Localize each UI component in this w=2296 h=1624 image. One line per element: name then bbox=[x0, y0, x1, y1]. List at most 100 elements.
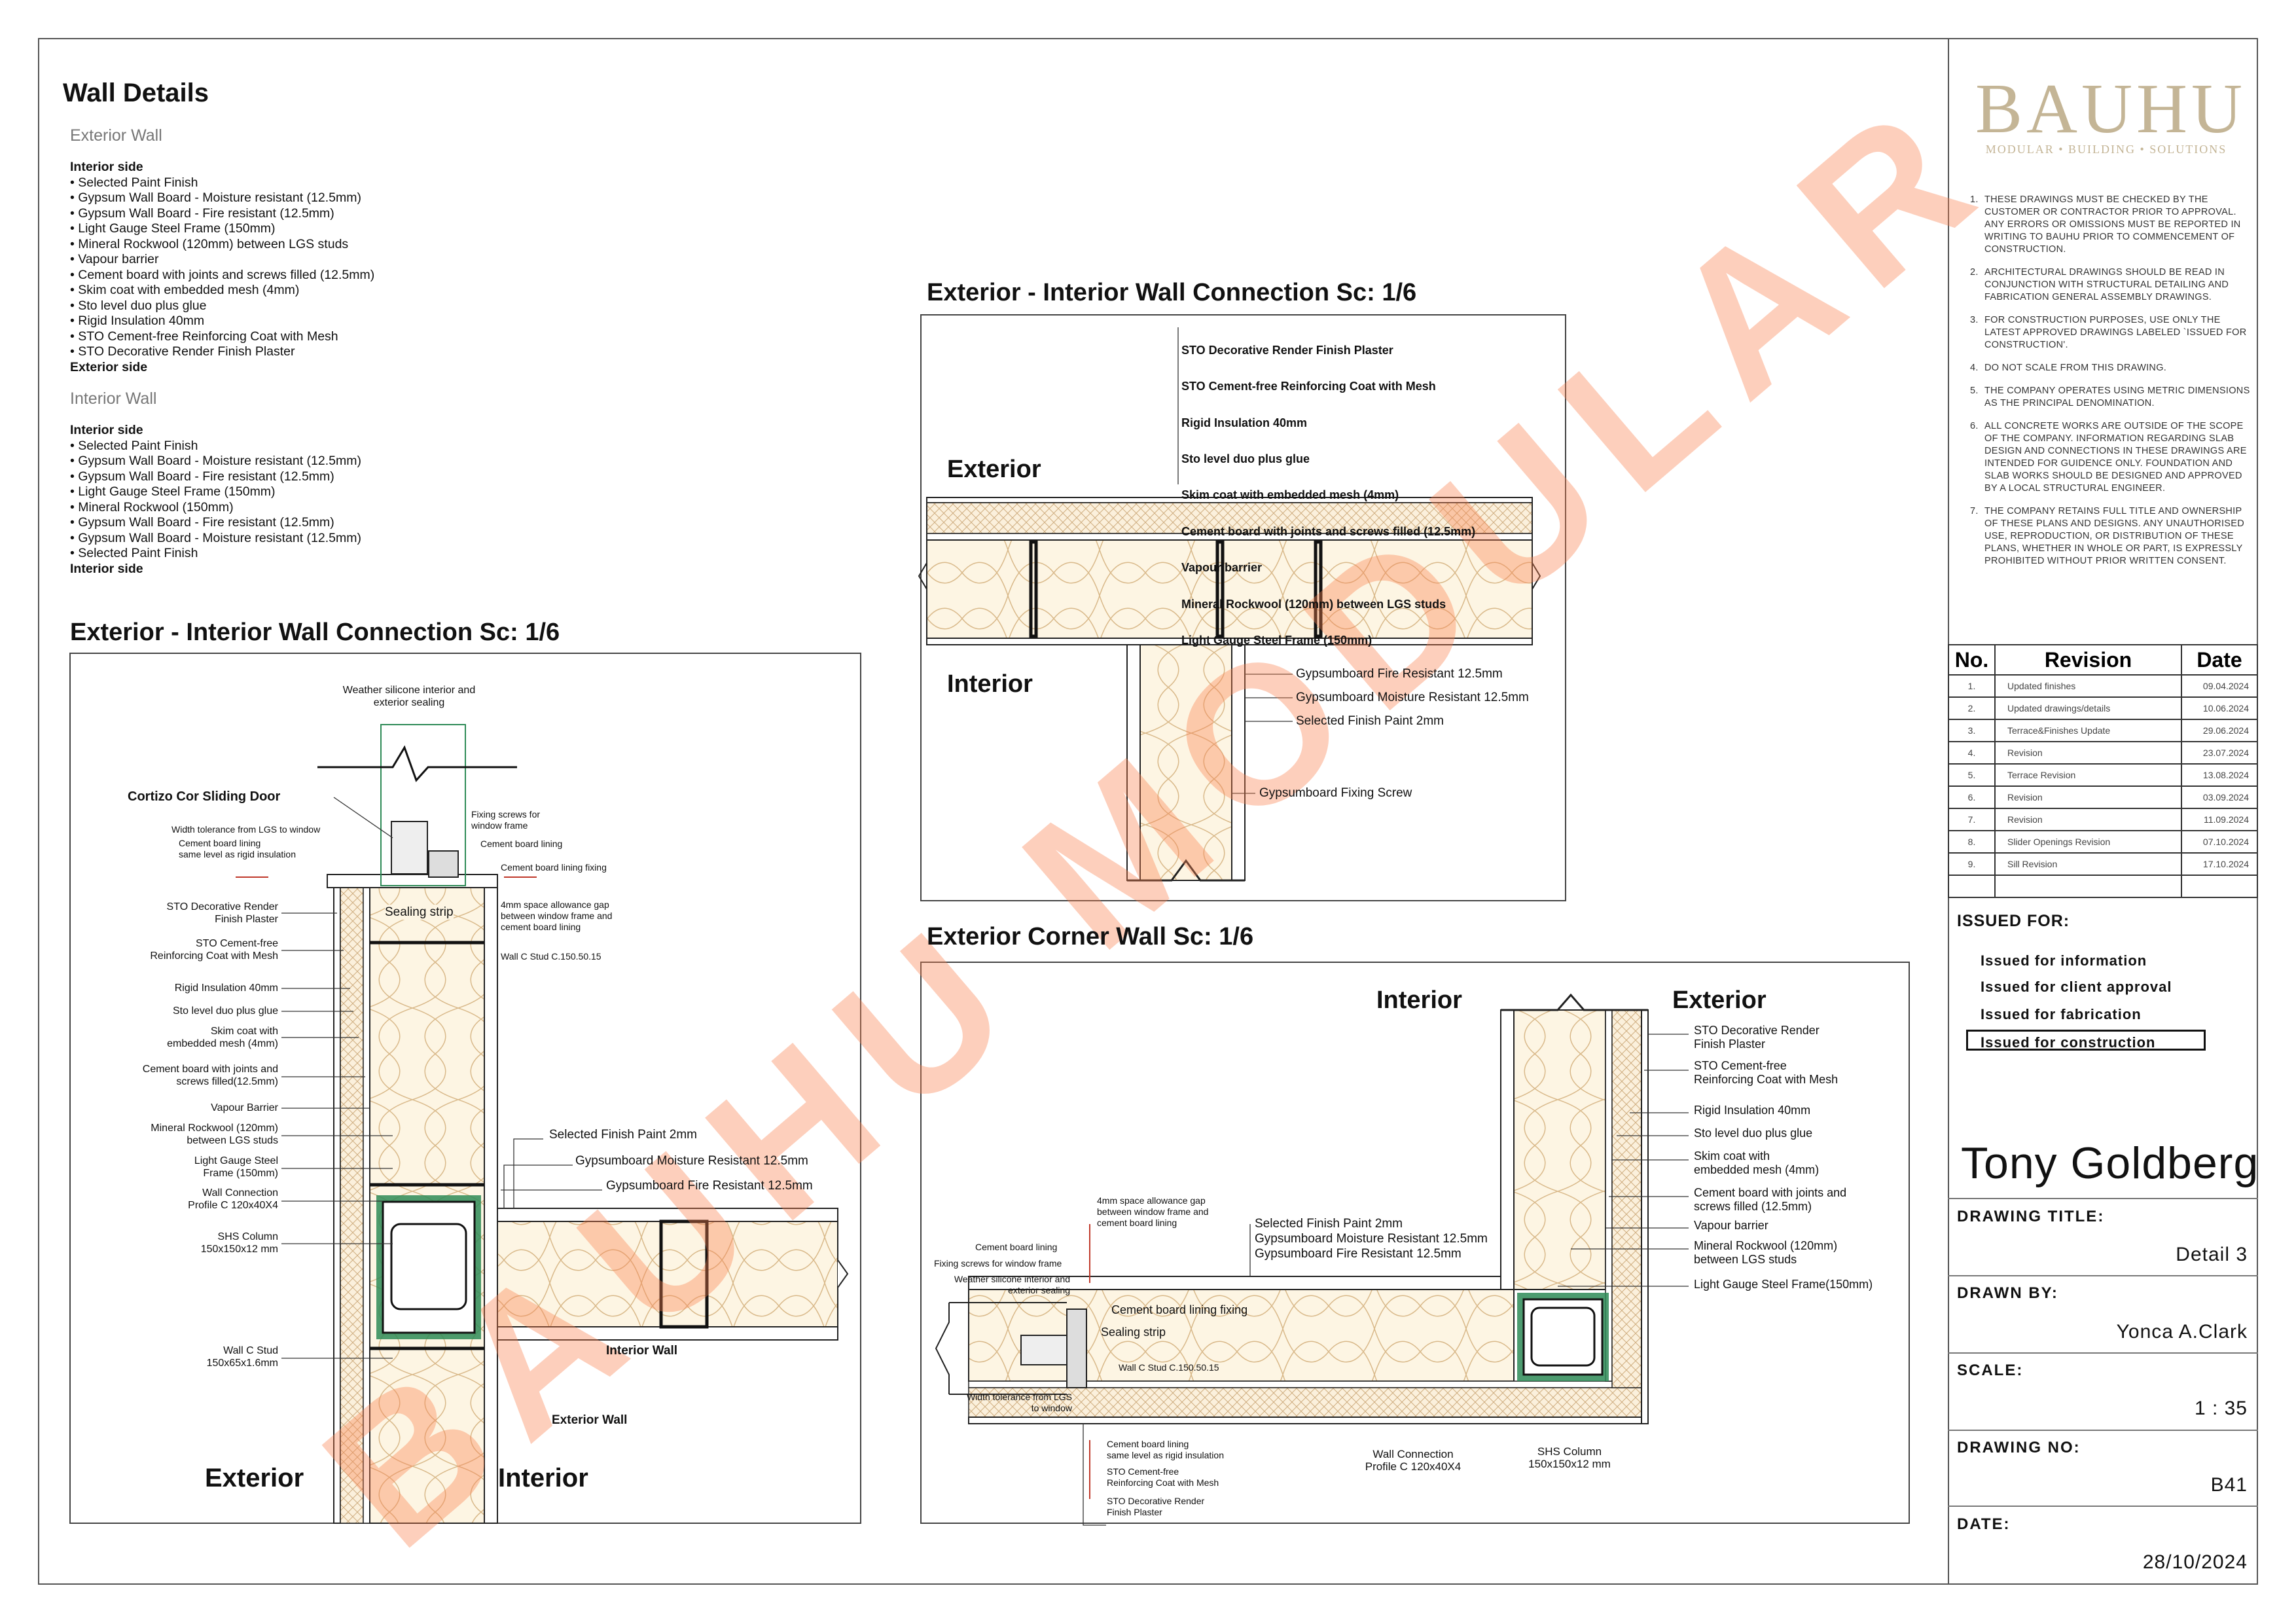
layer-label: Sto level duo plus glue bbox=[1181, 452, 1310, 465]
issued-for-label: ISSUED FOR: bbox=[1957, 912, 2070, 930]
scale-value: 1 : 35 bbox=[2194, 1398, 2248, 1419]
drawing-no-value: B41 bbox=[2210, 1474, 2248, 1496]
spec-item: • Selected Paint Finish bbox=[70, 175, 198, 190]
label-rigid-insulation: Rigid Insulation 40mm bbox=[174, 983, 278, 994]
logo-tagline: MODULAR • BUILDING • SOLUTIONS bbox=[1985, 143, 2227, 156]
spec-end: Interior side bbox=[70, 561, 143, 576]
top-exterior-wall-section bbox=[918, 497, 1541, 645]
label-interior-wall: Interior Wall bbox=[606, 1344, 678, 1358]
label-wall-c-stud: Wall C Stud 150x65x1.6mm bbox=[206, 1345, 278, 1369]
note-item: 1.THESE DRAWINGS MUST BE CHECKED BY THE … bbox=[1970, 194, 2241, 255]
drawing-title-label: DRAWING TITLE: bbox=[1957, 1208, 2105, 1225]
left-sliding-door bbox=[236, 724, 537, 886]
spec-item: • Light Gauge Steel Frame (150mm) bbox=[70, 221, 276, 236]
title-block-rule bbox=[1948, 1198, 2258, 1199]
label-gyp-moisture: Gypsumboard Moisture Resistant 12.5mm bbox=[575, 1154, 808, 1168]
issued-option-fabrication: Issued for fabrication bbox=[1981, 1006, 2142, 1022]
label-skim-coat: Skim coat with embedded mesh (4mm) bbox=[167, 1026, 278, 1049]
note-item: 3.FOR CONSTRUCTION PURPOSES, USE ONLY TH… bbox=[1970, 315, 2247, 350]
corner-label-width-tolerance: Width tolerance from LGS to window bbox=[966, 1392, 1072, 1413]
corner-label-sealing: Sealing strip bbox=[1101, 1326, 1166, 1339]
spec-item: • Cement board with joints and screws fi… bbox=[70, 267, 375, 282]
spec-item: • Mineral Rockwool (150mm) bbox=[70, 499, 234, 514]
drawing-no-label: DRAWING NO: bbox=[1957, 1439, 2081, 1456]
title-block-rule bbox=[1948, 1430, 2258, 1431]
spec-end: Exterior side bbox=[70, 359, 148, 374]
corner-detail-frame bbox=[920, 962, 1910, 1524]
label-cement-board: Cement board with joints and screws fill… bbox=[142, 1064, 278, 1087]
corner-label-cement-lining: Cement board lining bbox=[975, 1242, 1058, 1252]
header-date: Date bbox=[2181, 644, 2258, 676]
corner-label-rockwool: Mineral Rockwool (120mm) between LGS stu… bbox=[1694, 1239, 1838, 1266]
corner-label-render-bottom: STO Decorative Render Finish Plaster bbox=[1107, 1496, 1205, 1517]
label-cement-same-level: Cement board lining same level as rigid … bbox=[179, 838, 296, 859]
corner-label-render: STO Decorative Render Finish Plaster bbox=[1694, 1024, 1820, 1051]
label-exterior-wall: Exterior Wall bbox=[552, 1413, 628, 1427]
spec-item: • Selected Paint Finish bbox=[70, 438, 198, 453]
top-detail-title: Exterior - Interior Wall Connection Sc: … bbox=[927, 279, 1417, 306]
corner-label-interior: Interior bbox=[1376, 986, 1462, 1014]
corner-label-finishes: Selected Finish Paint 2mm Gypsumboard Mo… bbox=[1255, 1217, 1488, 1261]
issued-selected-box bbox=[1966, 1030, 2206, 1051]
label-rockwool: Mineral Rockwool (120mm) between LGS stu… bbox=[151, 1123, 278, 1146]
title-block-rule bbox=[1948, 1506, 2258, 1507]
top-detail-frame bbox=[920, 314, 1566, 901]
note-item: 4.DO NOT SCALE FROM THIS DRAWING. bbox=[1970, 363, 2167, 373]
scale-label: SCALE: bbox=[1957, 1362, 2024, 1379]
layer-label: Mineral Rockwool (120mm) between LGS stu… bbox=[1181, 597, 1446, 611]
label-interior-side: Interior bbox=[498, 1464, 588, 1492]
spec-item: • Sto level duo plus glue bbox=[70, 298, 207, 313]
header-revision: Revision bbox=[1994, 644, 2182, 676]
general-notes: 1.THESE DRAWINGS MUST BE CHECKED BY THE … bbox=[1970, 194, 2251, 578]
corner-label-rigid: Rigid Insulation 40mm bbox=[1694, 1104, 1811, 1117]
spec-item: • Rigid Insulation 40mm bbox=[70, 314, 205, 328]
layer-label: Cement board with joints and screws fill… bbox=[1181, 524, 1476, 538]
exterior-wall-spec: Interior side • Selected Paint Finish • … bbox=[70, 160, 374, 375]
corner-leader-lines bbox=[1083, 1034, 1689, 1526]
label-lgs-frame: Light Gauge Steel Frame (150mm) bbox=[194, 1155, 278, 1179]
label-c-stud: Wall C Stud C.150.50.15 bbox=[501, 951, 601, 962]
exterior-wall-heading: Exterior Wall bbox=[70, 126, 162, 145]
note-item: 5.THE COMPANY OPERATES USING METRIC DIME… bbox=[1970, 386, 2250, 408]
label-vapour-barrier: Vapour Barrier bbox=[211, 1102, 278, 1113]
top-label-screw: Gypsumboard Fixing Screw bbox=[1259, 786, 1412, 800]
spec-item: • Vapour barrier bbox=[70, 252, 159, 266]
date-value: 28/10/2024 bbox=[2142, 1551, 2248, 1573]
spec-item: • Mineral Rockwool (120mm) between LGS s… bbox=[70, 236, 349, 251]
top-label-interior: Interior bbox=[947, 670, 1033, 698]
title-block-rule bbox=[1948, 1275, 2258, 1276]
corner-label-cement-same: Cement board lining same level as rigid … bbox=[1107, 1439, 1224, 1460]
label-width-tolerance: Width tolerance from LGS to window bbox=[171, 824, 321, 835]
corner-shs-column bbox=[1517, 1293, 1609, 1381]
corner-label-cement-fixing: Cement board lining fixing bbox=[1111, 1303, 1248, 1316]
label-fixing-screws: Fixing screws for window frame bbox=[471, 809, 541, 831]
left-shs-column bbox=[376, 1195, 481, 1339]
note-item: 6.ALL CONCRETE WORKS ARE OUTSIDE OF THE … bbox=[1970, 421, 2247, 494]
top-label-gyp-moisture: Gypsumboard Moisture Resistant 12.5mm bbox=[1296, 691, 1529, 704]
issued-option-construction: Issued for construction bbox=[1981, 1034, 2156, 1051]
spec-item: • Gypsum Wall Board - Fire resistant (12… bbox=[70, 206, 334, 221]
left-detail-title: Exterior - Interior Wall Connection Sc: … bbox=[70, 619, 560, 646]
layer-label: Skim coat with embedded mesh (4mm) bbox=[1181, 488, 1399, 502]
corner-label-glue: Sto level duo plus glue bbox=[1694, 1127, 1813, 1140]
drawing-title-value: Detail 3 bbox=[2176, 1244, 2248, 1265]
issued-option-information: Issued for information bbox=[1981, 952, 2147, 969]
label-exterior-side: Exterior bbox=[205, 1464, 304, 1492]
header-no: No. bbox=[1948, 644, 1996, 676]
top-interior-wall-section bbox=[1126, 327, 1293, 882]
corner-window-frame bbox=[935, 1224, 1090, 1499]
left-interior-wall-section bbox=[497, 1208, 849, 1341]
top-label-exterior: Exterior bbox=[947, 456, 1041, 483]
corner-label-gap: 4mm space allowance gap between window f… bbox=[1097, 1195, 1209, 1228]
top-layer-list: STO Decorative Render Finish Plaster STO… bbox=[1181, 323, 1475, 668]
